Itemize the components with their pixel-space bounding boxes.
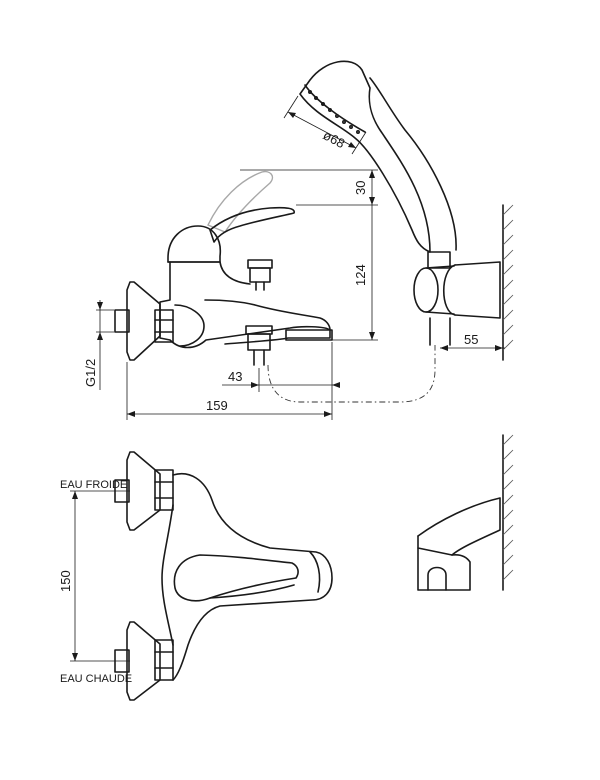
handle-height-label: 30 [353,181,368,195]
wall-offset-label: 55 [464,332,478,347]
dimension-inlet-thread: G1/2 [83,300,114,390]
dimension-inlet-spacing: 150 [58,490,130,662]
dimension-wall-offset: 55 [440,332,505,351]
inlet-escutcheon-side [114,281,174,361]
dimension-body-depth: 159 [126,362,333,420]
lever-alternate-position [207,170,274,233]
inlet-spacing-label: 150 [58,570,73,592]
cold-water-label: EAU FROIDE [60,479,127,491]
inlet-thread-label: G1/2 [83,359,98,387]
hot-water-label: EAU CHAUDE [60,673,132,685]
wall-upper [502,204,514,361]
wall-lower [502,434,514,591]
dimension-outlet-offset: 43 [222,342,340,392]
side-view: ø68 [83,60,514,420]
shower-bracket-top [417,497,501,591]
shower-wall-bracket [413,251,501,346]
spout-height-label: 124 [353,264,368,286]
mixer-body-side [159,206,333,366]
body-depth-label: 159 [206,398,228,413]
hand-shower [299,60,457,253]
outlet-offset-label: 43 [228,369,242,384]
dimension-spout-height: 124 [332,205,378,341]
hose-path [267,345,436,403]
top-view: 150 EAU FROIDE EAU CHAUDE [58,434,514,701]
mixer-body-top [161,473,333,681]
dimension-handle-height: 30 [240,169,378,206]
